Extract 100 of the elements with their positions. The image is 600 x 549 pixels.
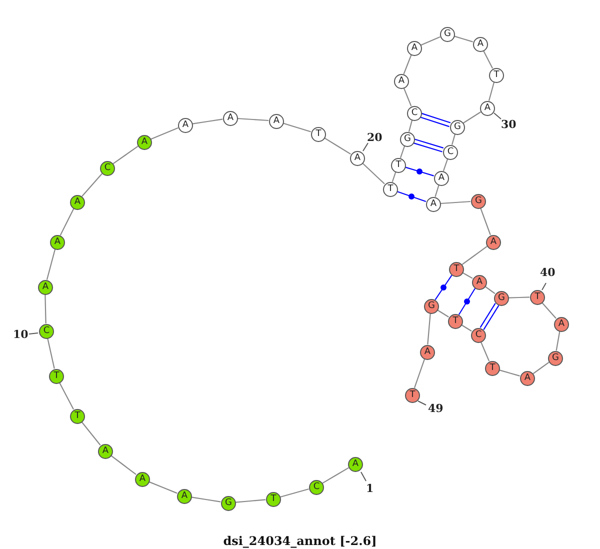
nucleotide-circle: A [348, 457, 363, 472]
nucleotide-circle: A [520, 371, 535, 386]
nucleotide-circle: T [311, 127, 326, 142]
backbone-line [47, 338, 55, 369]
position-number: 10 [13, 328, 28, 341]
backbone-line [110, 455, 136, 475]
backbone-line [434, 185, 440, 197]
backbone-line [283, 122, 311, 132]
backbone-line [480, 342, 490, 362]
backbone-line [488, 82, 495, 101]
nucleotide-circle: T [449, 262, 464, 277]
backbone-line [462, 272, 473, 279]
backbone-line [403, 88, 412, 106]
nucleotide-circle: C [407, 106, 422, 121]
backbone-line [427, 313, 431, 345]
backbone-line [392, 172, 396, 182]
backbone-line [408, 120, 413, 132]
nucleotide-circle: A [426, 197, 441, 212]
backbone-line [81, 422, 101, 446]
nucleotide-circle: A [178, 118, 193, 133]
nucleotide-circle: A [486, 235, 501, 250]
nucleotide-circle: A [135, 472, 150, 487]
nucleotide-circle: A [50, 235, 65, 250]
backbone-line [440, 200, 471, 204]
position-number: 1 [366, 482, 374, 495]
nucleotide-circle: G [450, 120, 465, 135]
backbone-line [437, 310, 449, 318]
nucleotide-circle: G [424, 299, 439, 314]
backbone-line [82, 173, 102, 197]
nucleotide-circle: T [448, 314, 463, 329]
nucleotide-circle: T [485, 361, 500, 376]
nucleotide-circle: A [98, 444, 113, 459]
backbone-line [542, 302, 556, 319]
backbone-line [508, 296, 530, 298]
backbone-line [46, 249, 56, 280]
nucleotide-circle: A [38, 280, 53, 295]
nucleotide-circle: C [471, 328, 486, 343]
nucleotide-circle: A [394, 74, 409, 89]
backbone-line [499, 370, 520, 376]
nucleotide-circle: T [49, 369, 64, 384]
backbone-line [420, 36, 440, 46]
backbone-line [235, 499, 266, 503]
backbone-line [403, 54, 412, 74]
nucleotide-circle: T [391, 158, 406, 173]
nucleotide-circle: G [221, 496, 236, 511]
base-pair-double-line [420, 112, 452, 128]
backbone-line [112, 146, 138, 164]
nucleotide-circle: A [434, 171, 449, 186]
nucleotide-circle: C [39, 324, 54, 339]
backbone-line [414, 358, 426, 388]
nucleotide-circle: A [223, 111, 238, 126]
nucleotide-circle: T [405, 388, 420, 403]
nucleotide-circle: A [554, 317, 569, 332]
base-pair-double-line [480, 302, 500, 330]
base-pair-double-line [413, 138, 444, 152]
backbone-line [362, 162, 385, 184]
nucleotide-circle: A [70, 195, 85, 210]
nucleotide-circle: G [548, 351, 563, 366]
nucleotide-circle: T [489, 68, 504, 83]
nucleotide-circle: A [269, 114, 284, 129]
nucleotide-circle: G [440, 27, 455, 42]
position-number: 20 [367, 131, 382, 144]
backbone-line [237, 118, 269, 122]
nucleotide-circle: A [137, 135, 152, 150]
nucleotide-circle: T [383, 182, 398, 197]
backbone-line [452, 134, 456, 145]
nucleotide-circle: C [309, 480, 324, 495]
backbone-line [192, 118, 223, 124]
nucleotide-circle: A [473, 37, 488, 52]
backbone-line [322, 467, 349, 484]
nucleotide-circle: T [530, 290, 545, 305]
nucleotide-circle: A [177, 489, 192, 504]
position-number: 30 [501, 118, 516, 131]
nucleotide-circle: T [70, 409, 85, 424]
nucleotide-circle: G [471, 194, 486, 209]
caption: dsi_24034_annot [-2.6] [223, 534, 377, 548]
backbone-line [532, 362, 550, 374]
backbone-line [148, 481, 178, 494]
nucleotide-circle: C [443, 145, 458, 160]
nucleotide-circle: A [350, 151, 365, 166]
nucleotide-circle: C [100, 161, 115, 176]
nucleotide-circle: A [407, 41, 422, 56]
nucleotide-circle: A [472, 275, 487, 290]
backbone-line [556, 331, 560, 351]
base-pair-bond [458, 288, 476, 315]
nucleotide-circle: T [266, 492, 281, 507]
backbone-line [482, 50, 494, 69]
backbone-line [280, 488, 309, 498]
backbone-line [484, 286, 496, 294]
backbone-line [480, 208, 491, 236]
backbone-line [324, 137, 351, 155]
backbone-line [400, 146, 406, 158]
base-pair-bond [396, 190, 426, 202]
backbone-line [44, 294, 46, 324]
nucleotide-circle: G [494, 291, 509, 306]
backbone-line [442, 158, 448, 172]
base-pair-bond [405, 166, 434, 176]
base-pair-bond [434, 274, 452, 300]
backbone-line [462, 246, 488, 266]
nucleotide-circle: A [420, 345, 435, 360]
